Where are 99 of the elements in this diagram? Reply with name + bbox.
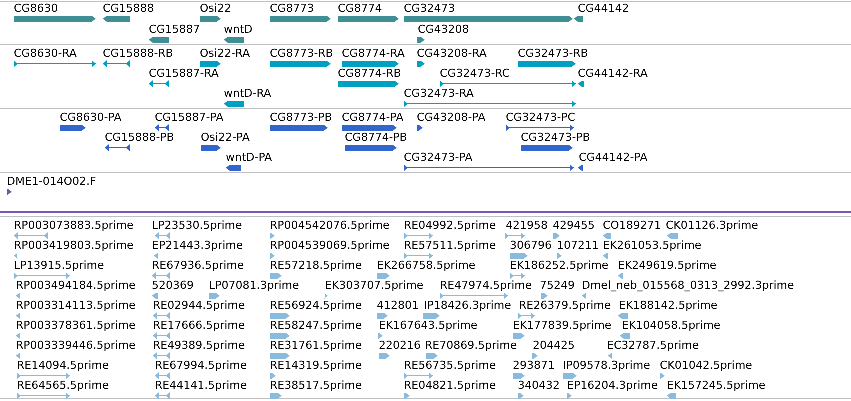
- feature-label: CG8774-RA: [342, 47, 405, 61]
- feature-label: CG8774-RB: [338, 67, 402, 81]
- feature-label: CG15888-RB: [103, 47, 174, 61]
- feature-label: RE14319.5prime: [270, 359, 362, 373]
- feature-label: CG32473-RA: [404, 87, 474, 101]
- feature-label: CG32473-PB: [521, 131, 590, 145]
- feature-label: RE56924.5prime: [270, 299, 362, 313]
- feature-label: CG8774: [338, 2, 382, 16]
- feature-label: 421958: [506, 219, 548, 233]
- feature-label: CG32473-PA: [404, 151, 473, 165]
- feature-label: LP23530.5prime: [152, 219, 242, 233]
- feature-label: CG8630: [14, 2, 58, 16]
- feature-label: EK261053.5prime: [603, 239, 702, 253]
- feature-label: LP13915.5prime: [14, 259, 104, 273]
- feature-label: 75249: [540, 279, 575, 293]
- feature-label: 306796: [510, 239, 552, 253]
- feature-label: RE14094.5prime: [17, 359, 110, 373]
- feature-label: 204425: [533, 339, 575, 353]
- feature-label: EK177839.5prime: [513, 319, 612, 333]
- feature-label: EP21443.3prime: [152, 239, 244, 253]
- feature-label: EK104058.5prime: [622, 319, 721, 333]
- feature-label: RE57511.5prime: [404, 239, 496, 253]
- feature-label: RE26379.5prime: [519, 299, 612, 313]
- feature-label: CG32473-RC: [440, 67, 510, 81]
- feature-label: CG15887-PA: [155, 111, 224, 125]
- feature-label: CG15887: [149, 23, 200, 37]
- feature-label: CO189271: [603, 219, 662, 233]
- feature-label: RE64565.5prime: [17, 379, 110, 393]
- feature-label: 412801: [377, 299, 419, 313]
- feature-label: IP18426.3prime: [424, 299, 512, 313]
- feature-label: wntD: [224, 23, 253, 37]
- feature-label: 520369: [152, 279, 194, 293]
- feature-label: EK303707.5prime: [325, 279, 424, 293]
- feature-label: CG15888: [103, 2, 154, 16]
- feature-label: CG32473-PC: [506, 111, 576, 125]
- feature-label: RP003339446.5prime: [16, 339, 136, 353]
- feature-label: IP09578.3prime: [563, 359, 650, 373]
- feature-label: RE57218.5prime: [270, 259, 362, 273]
- feature-label: 107211: [557, 239, 599, 253]
- feature-label: CG32473-RB: [518, 47, 588, 61]
- feature-label: Dmel_neb_015568_0313_2992.3prime: [582, 279, 794, 293]
- feature-label: EK186252.5prime: [510, 259, 609, 273]
- feature-label: CG8773: [270, 2, 314, 16]
- feature-label: EK188142.5prime: [619, 299, 718, 313]
- feature-label: LP07081.3prime: [209, 279, 300, 293]
- feature-label: RP003378361.5prime: [16, 319, 136, 333]
- feature-label: RE38517.5prime: [270, 379, 362, 393]
- feature-label: wntD-RA: [224, 87, 272, 101]
- feature-label: 429455: [553, 219, 595, 233]
- feature-label: EP16204.3prime: [567, 379, 658, 393]
- feature-label: RP003073883.5prime: [14, 219, 134, 233]
- feature-label: 220216: [379, 339, 421, 353]
- feature-label: CG43208: [418, 23, 470, 37]
- feature-label: 293871: [513, 359, 555, 373]
- feature-label: DME1-014O02.F: [7, 175, 96, 189]
- feature-label: CG15887-RA: [149, 67, 219, 81]
- feature-label: CG8630-RA: [14, 47, 77, 61]
- feature-label: Osi22: [200, 2, 232, 16]
- feature-label: RE17666.5prime: [153, 319, 246, 333]
- feature-label: EK266758.5prime: [377, 259, 476, 273]
- feature-label: RE44141.5prime: [155, 379, 248, 393]
- feature-label: CG43208-PA: [417, 111, 486, 125]
- feature-label: RP003419803.5prime: [14, 239, 134, 253]
- feature-label: CG8630-PA: [60, 111, 122, 125]
- feature-label: CG15888-PB: [105, 131, 174, 145]
- feature-label: RE58247.5prime: [270, 319, 362, 333]
- feature-label: RE04821.5prime: [404, 379, 496, 393]
- feature-label: CK01126.3prime: [666, 219, 758, 233]
- feature-label: CG43208-RA: [417, 47, 487, 61]
- feature-label: Osi22-RA: [200, 47, 250, 61]
- feature-label: RE56735.5prime: [404, 359, 496, 373]
- feature-label: CG8773-RB: [270, 47, 334, 61]
- feature-label: RP004542076.5prime: [270, 219, 390, 233]
- feature-label: RP004539069.5prime: [270, 239, 390, 253]
- feature-label: EC32787.5prime: [607, 339, 700, 353]
- feature-label: RE49389.5prime: [153, 339, 246, 353]
- feature-label: wntD-PA: [226, 151, 272, 165]
- feature-label: CG32473: [404, 2, 456, 16]
- feature-label: CG44142: [578, 2, 630, 16]
- feature-label: CG44142-PA: [579, 151, 648, 165]
- feature-label: CG8774-PA: [342, 111, 404, 125]
- feature-label: RP003494184.5prime: [16, 279, 136, 293]
- feature-label: EK167643.5prime: [379, 319, 478, 333]
- feature-label: RP003314113.5prime: [16, 299, 136, 313]
- feature-label: EK249619.5prime: [618, 259, 717, 273]
- feature-label: RE04992.5prime: [404, 219, 496, 233]
- feature-label: RE70869.5prime: [425, 339, 518, 353]
- feature-label: RE47974.5prime: [440, 279, 532, 293]
- feature-label: CG44142-RA: [578, 67, 648, 81]
- feature-label: RE67994.5prime: [155, 359, 248, 373]
- feature-label: RE02944.5prime: [153, 299, 246, 313]
- feature-label: Osi22-PA: [201, 131, 250, 145]
- feature-label: EK157245.5prime: [667, 379, 766, 393]
- feature-label: RE67936.5prime: [152, 259, 244, 273]
- feature-label: CG8774-PB: [345, 131, 408, 145]
- feature-label: 340432: [518, 379, 560, 393]
- feature-label: CK01042.5prime: [660, 359, 752, 373]
- feature-label: CG8773-PB: [270, 111, 332, 125]
- feature-label: RE31761.5prime: [270, 339, 362, 353]
